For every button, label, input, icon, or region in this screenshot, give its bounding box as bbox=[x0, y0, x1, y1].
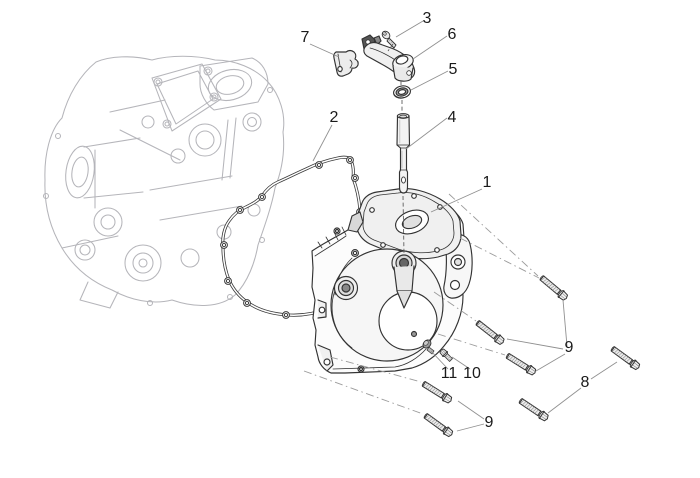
callout-9-bottom[interactable]: 9 bbox=[485, 414, 494, 431]
clutch-cover-drawing bbox=[311, 187, 473, 374]
callout-11[interactable]: 11 bbox=[441, 365, 458, 382]
projection-lines bbox=[303, 193, 540, 415]
leader-lines bbox=[309, 20, 618, 432]
push-rod-drawing bbox=[396, 113, 411, 194]
crankcase-ghost-drawing bbox=[42, 55, 285, 309]
bracket-drawing bbox=[333, 49, 359, 77]
callout-1[interactable]: 1 bbox=[483, 174, 492, 191]
callout-6[interactable]: 6 bbox=[448, 26, 457, 43]
callout-5[interactable]: 5 bbox=[449, 61, 458, 78]
lever-drawing bbox=[361, 34, 416, 82]
callout-9-right[interactable]: 9 bbox=[565, 339, 574, 356]
callouts: 1 2 3 4 5 6 7 8 9 9 10 11 bbox=[301, 10, 590, 431]
seal-ring-drawing bbox=[393, 85, 411, 99]
screw-3-drawing bbox=[381, 30, 397, 49]
assembly-axis-lines bbox=[387, 43, 405, 255]
callout-3[interactable]: 3 bbox=[423, 10, 432, 27]
callout-2[interactable]: 2 bbox=[330, 109, 339, 126]
callout-10[interactable]: 10 bbox=[463, 365, 481, 382]
callout-8[interactable]: 8 bbox=[581, 374, 590, 391]
callout-7[interactable]: 7 bbox=[301, 29, 310, 46]
callout-4[interactable]: 4 bbox=[448, 109, 457, 126]
